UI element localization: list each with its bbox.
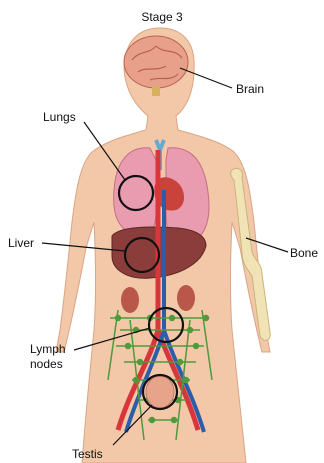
- brain-illustration: [124, 36, 188, 88]
- label-lungs: Lungs: [43, 110, 76, 124]
- kidney-illustration: [121, 287, 139, 313]
- label-testis: Testis: [72, 447, 103, 461]
- label-lymph-nodes: Lymph nodes: [30, 342, 66, 372]
- label-lymph-line2: nodes: [30, 357, 66, 372]
- bone-illustration: [231, 168, 271, 340]
- diagram-title: Stage 3: [0, 10, 324, 24]
- label-bone: Bone: [290, 246, 318, 260]
- label-liver: Liver: [8, 236, 34, 250]
- label-brain: Brain: [236, 82, 264, 96]
- label-lymph-line1: Lymph: [30, 342, 66, 357]
